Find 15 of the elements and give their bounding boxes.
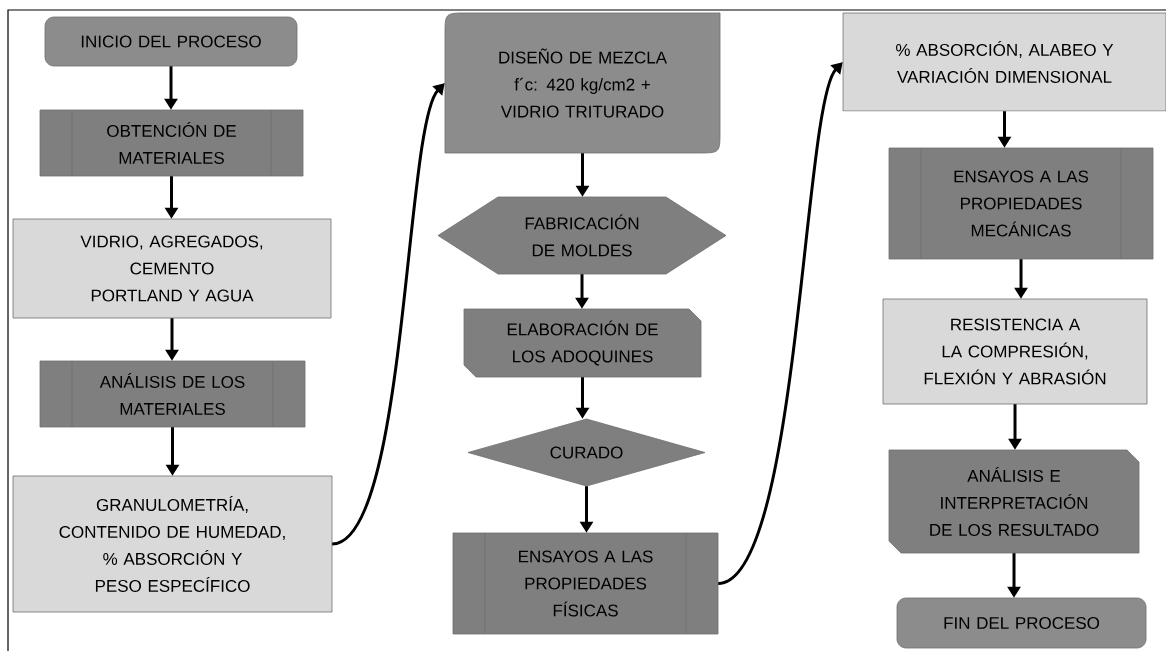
preparation-hexagon: FABRICACIÓN DE MOLDES (437, 196, 727, 275)
data-box: RESISTENCIA A LA COMPRESIÓN, FLEXIÓN Y ABRASIÓN (882, 298, 1148, 405)
snipped-corner-box: ELABORACIÓN DE LOS ADOQUINES (463, 308, 702, 378)
data-box: GRANULOMETRÍA, CONTENIDO DE HUMEDAD, % ABSORCIÓN Y PESO ESPECÍFICO (12, 475, 333, 613)
data-box: VIDRIO, AGREGADOS, CEMENTO PORTLAND Y AGUA (12, 218, 332, 319)
subprocess-box: OBTENCIÓN DE MATERIALES (39, 109, 304, 177)
subprocess-box: ENSAYOS A LAS PROPIEDADES FÍSICAS (452, 532, 719, 635)
data-box: % ABSORCIÓN, ALABEO Y VARIACIÓN DIMENSIONAL (842, 12, 1166, 112)
subprocess-box: ENSAYOS A LAS PROPIEDADES MECÁNICAS (888, 147, 1154, 260)
arrow (331, 83, 445, 546)
snipped-corner-box: ANÁLISIS E INTERPRETACIÓN DE LOS RESULTADO (888, 449, 1140, 554)
subprocess-box: ANÁLISIS DE LOS MATERIALES (39, 360, 306, 428)
terminal-box: INICIO DEL PROCESO (44, 16, 298, 67)
terminal-box: FIN DEL PROCESO (896, 597, 1147, 649)
process-box: DISEÑO DE MEZCLA f´c: 420 kg/cm2 + VIDRIO TRITURADO (444, 12, 721, 154)
